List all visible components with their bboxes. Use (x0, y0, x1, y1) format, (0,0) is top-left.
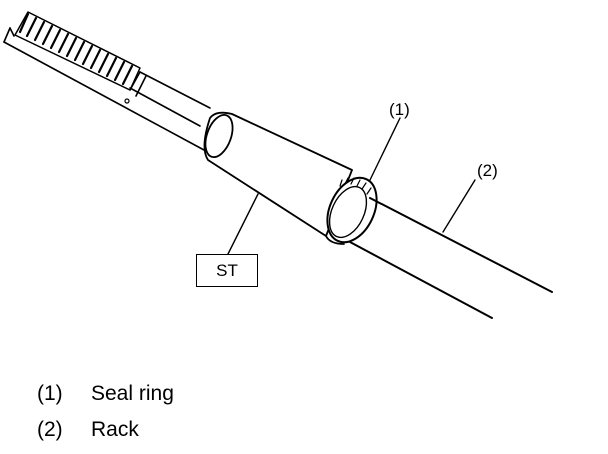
legend-number: (1) (37, 382, 63, 405)
legend-number: (2) (37, 418, 63, 441)
rack-teeth (14, 11, 141, 91)
seal-ring (326, 176, 378, 244)
legend-text: Rack (91, 418, 139, 441)
rack-right-section (349, 197, 553, 319)
rack-shaft (3, 27, 211, 151)
legend: (1) Seal ring (2) Rack (37, 382, 174, 454)
callout-seal-ring: (1) (389, 100, 410, 119)
special-tool-label: ST (196, 254, 258, 287)
legend-item: (2) Rack (37, 418, 174, 454)
legend-text: Seal ring (91, 382, 174, 405)
callout-rack: (2) (477, 161, 498, 180)
legend-item: (1) Seal ring (37, 382, 174, 418)
leader-lines (227, 117, 476, 255)
rack-seal-ring-installation-drawing (3, 11, 553, 319)
